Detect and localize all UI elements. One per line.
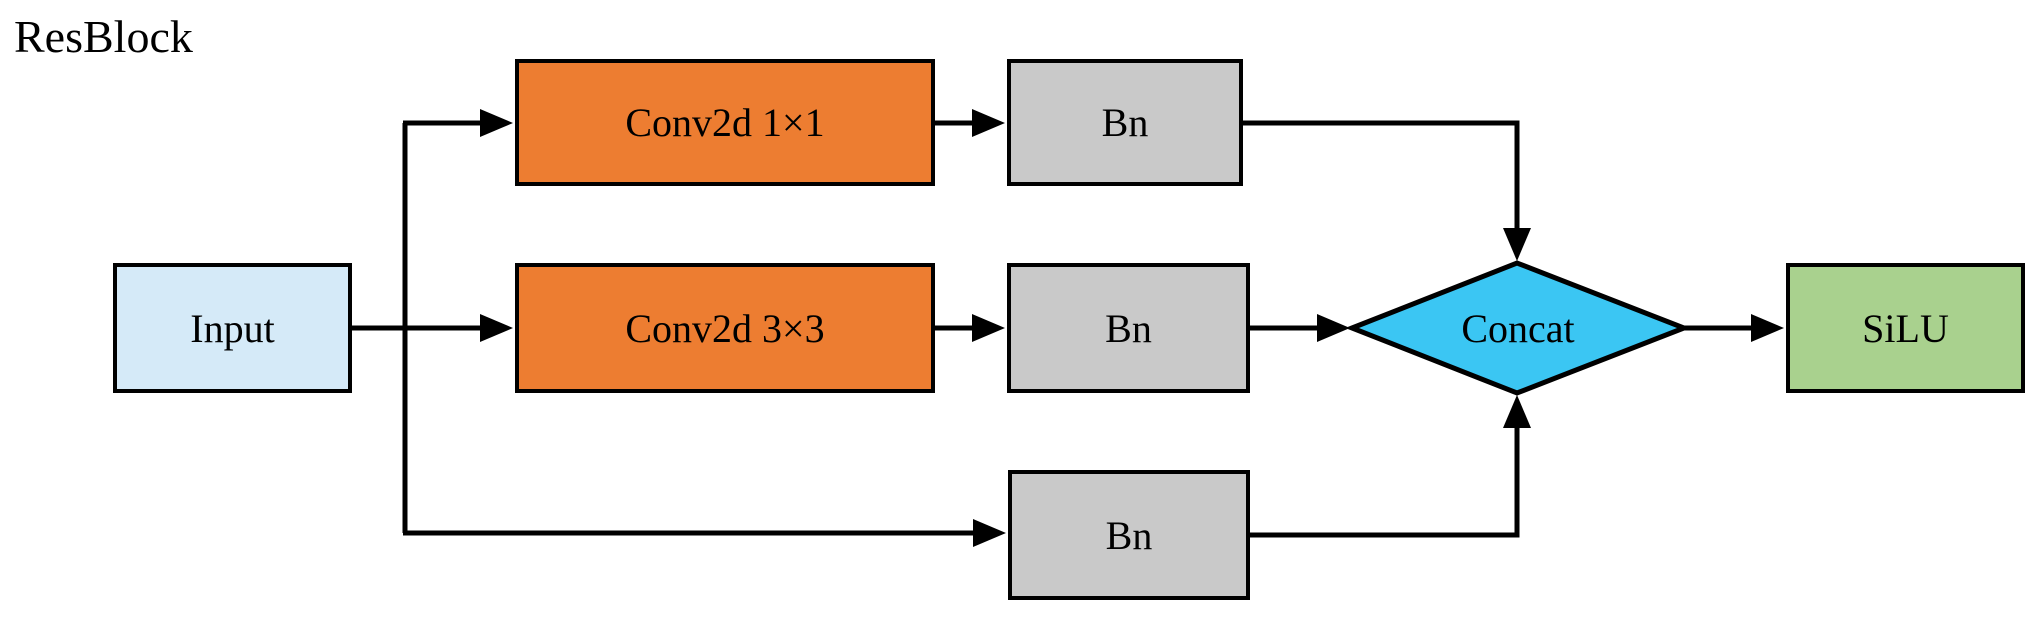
silu-node-label: SiLU <box>1862 305 1949 351</box>
edge-bn-top-to-concat <box>1243 120 1520 232</box>
arrowhead-icon <box>480 109 513 137</box>
input-node-label: Input <box>190 305 275 351</box>
arrowhead-icon <box>480 314 513 342</box>
input-node: Input <box>113 263 352 393</box>
bn-top-node-label: Bn <box>1101 100 1149 145</box>
arrowheads <box>480 109 1784 547</box>
silu-node: SiLU <box>1786 263 2025 393</box>
arrowhead-icon <box>973 519 1006 547</box>
arrowhead-icon <box>1317 314 1350 342</box>
bn-bottom-node: Bn <box>1008 470 1250 600</box>
concat-node-label: Concat <box>1461 305 1575 351</box>
conv2d-3x3-node-label: Conv2d 3×3 <box>625 305 825 351</box>
arrowhead-icon <box>1751 314 1784 342</box>
conv2d-1x1-node: Conv2d 1×1 <box>515 59 935 186</box>
connector-lines <box>352 120 1753 538</box>
conv2d-3x3-node: Conv2d 3×3 <box>515 263 935 393</box>
conv2d-1x1-node-label: Conv2d 1×1 <box>625 100 825 145</box>
arrowhead-icon <box>972 314 1005 342</box>
arrowhead-icon <box>1503 228 1531 261</box>
edge-bn-bottom-to-concat <box>1250 424 1520 538</box>
arrowhead-icon <box>1503 395 1531 428</box>
bn-middle-node-label: Bn <box>1105 305 1152 351</box>
bn-top-node: Bn <box>1007 59 1243 186</box>
diagram-title: ResBlock <box>14 11 193 62</box>
bn-middle-node: Bn <box>1007 263 1250 393</box>
bn-bottom-node-label: Bn <box>1105 512 1153 558</box>
concat-diamond-shape <box>1345 260 1691 396</box>
arrowhead-icon <box>972 109 1005 137</box>
concat-node: Concat <box>1352 263 1684 393</box>
